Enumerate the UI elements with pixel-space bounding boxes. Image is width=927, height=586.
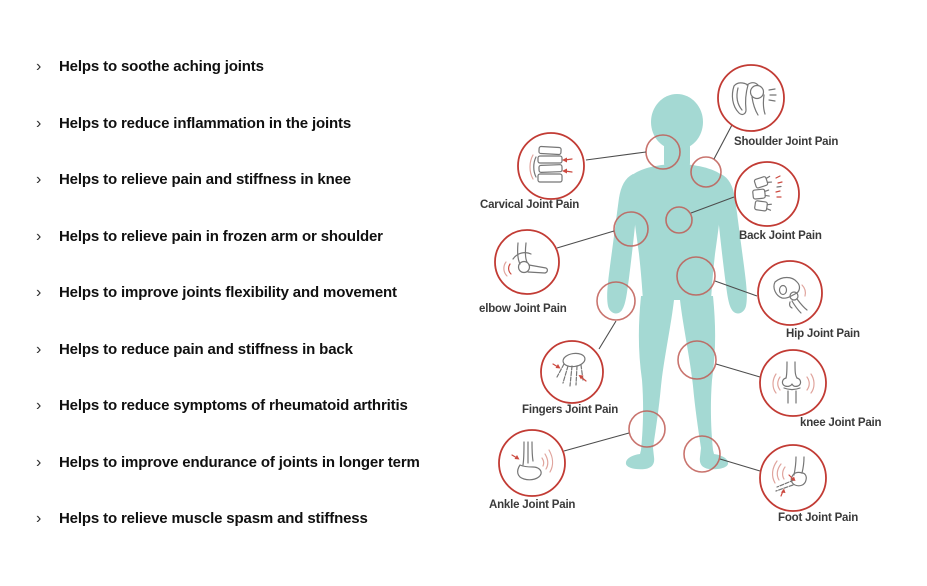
human-body-silhouette [607,94,747,470]
chevron-right-icon: › [36,453,42,471]
benefit-text: Helps to reduce pain and stiffness in ba… [59,340,353,358]
benefit-item: › Helps to relieve muscle spasm and stif… [36,508,420,530]
chevron-right-icon: › [36,114,42,132]
shoulder-bone-icon [731,82,777,116]
benefit-text: Helps to improve joints flexibility and … [59,284,397,301]
elbow-bone-icon [503,242,548,277]
benefit-item: › Helps to improve endurance of joints i… [36,452,420,474]
benefit-item: › Helps to reduce inflammation in the jo… [36,113,420,135]
label-foot-joint-pain: Foot Joint Pain [778,512,859,524]
label-knee-joint-pain: knee Joint Pain [800,417,882,429]
benefit-text: Helps to reduce symptoms of rheumatoid a… [59,397,408,414]
cervical-spine-icon [529,145,573,183]
label-back-joint-pain: Back Joint Pain [739,230,822,242]
benefit-text: Helps to reduce inflammation in the join… [59,114,352,132]
benefit-item: › Helps to relieve pain in frozen arm or… [36,226,420,248]
benefit-item: › Helps to relieve pain and stiffness in… [36,169,420,191]
benefit-item: › Helps to soothe aching joints [36,56,420,78]
ankle-marker-ring [628,410,666,448]
label-hip-joint-pain: Hip Joint Pain [786,328,860,340]
benefit-item: › Helps to improve joints flexibility an… [36,282,420,304]
chevron-right-icon: › [36,58,42,75]
label-elbow-joint-pain: elbow Joint Pain [479,303,567,315]
back-marker-ring [665,206,693,234]
connector-lines [556,122,761,472]
benefit-text: Helps to improve endurance of joints in … [59,453,420,471]
label-fingers-joint-pain: Fingers Joint Pain [522,404,619,416]
hand-skeleton-icon [552,352,587,387]
benefit-text: Helps to relieve pain in frozen arm or s… [59,227,383,245]
chevron-right-icon: › [36,171,42,188]
callout-circles [494,64,827,512]
label-ankle-joint-pain: Ankle Joint Pain [489,499,576,511]
benefit-text: Helps to relieve pain and stiffness in k… [59,171,351,188]
chevron-right-icon: › [36,397,42,414]
label-shoulder-joint-pain: Shoulder Joint Pain [734,136,839,148]
benefit-item: › Helps to reduce symptoms of rheumatoid… [36,395,420,417]
label-carvical-joint-pain: Carvical Joint Pain [480,199,580,211]
hip-marker-ring [676,256,716,296]
chevron-right-icon: › [36,227,42,245]
foot-marker-ring [683,435,721,473]
chevron-right-icon: › [36,284,42,301]
knee-bone-icon [772,361,815,404]
benefits-list: › Helps to soothe aching joints › Helps … [36,56,420,530]
chevron-right-icon: › [36,510,42,527]
hip-bone-icon [773,276,808,314]
chevron-right-icon: › [36,340,42,358]
foot-bone-icon [771,456,807,497]
ankle-bone-icon [511,441,554,481]
knee-marker-ring [677,340,717,380]
benefit-item: › Helps to reduce pain and stiffness in … [36,339,420,361]
elbow-marker-ring [613,211,649,247]
shoulder-marker-ring [690,156,722,188]
wrist-marker-ring [596,281,636,321]
benefit-text: Helps to relieve muscle spasm and stiffn… [59,510,368,527]
benefit-text: Helps to soothe aching joints [59,58,264,75]
back-vertebrae-icon [752,175,783,212]
